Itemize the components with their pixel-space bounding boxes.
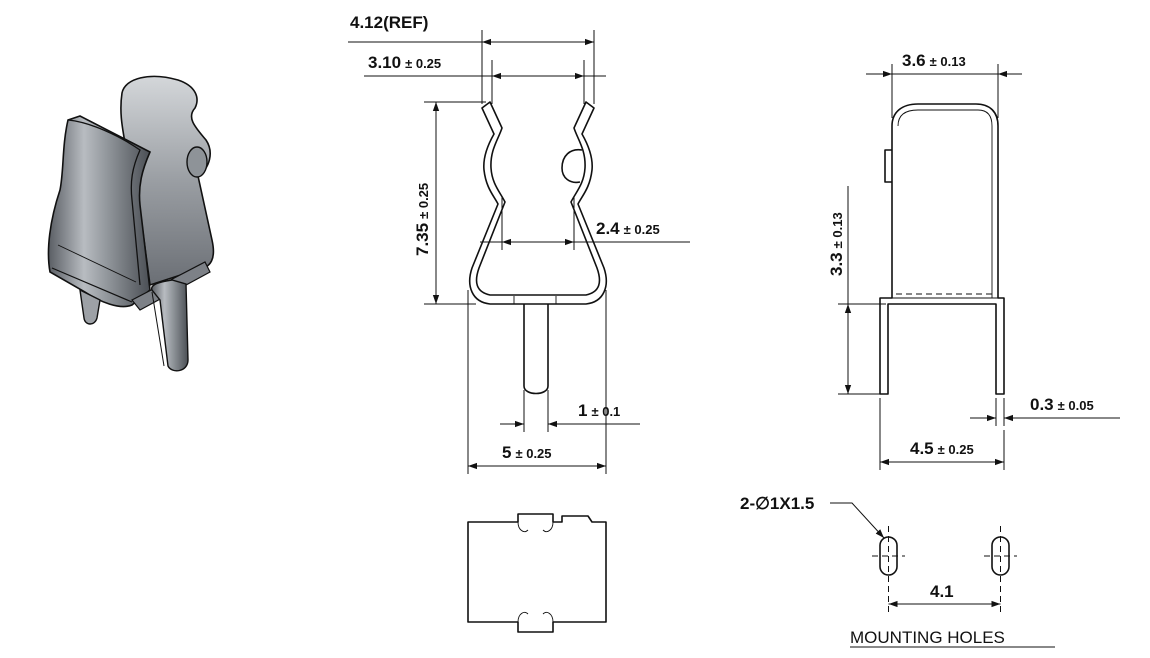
top-view-outline bbox=[467, 513, 607, 633]
svg-text:3.10± 0.25: 3.10 ± 0.25 bbox=[368, 53, 441, 72]
dim-pin-width-value: 1 bbox=[578, 401, 587, 420]
dim-top-width-tol: ± 0.13 bbox=[930, 54, 966, 69]
dim-body-height-value: 3.3 bbox=[827, 252, 846, 276]
svg-text:4.5± 0.25: 4.5 ± 0.25 bbox=[910, 439, 974, 458]
svg-text:2.4± 0.25: 2.4 ± 0.25 bbox=[596, 219, 660, 238]
dim-height-value: 7.35 bbox=[413, 223, 432, 256]
mounting-holes: 2-∅1X1.5 4.1 MOUNTING HOLES bbox=[740, 494, 1055, 648]
dim-top-width-value: 3.6 bbox=[902, 51, 926, 70]
front-pin bbox=[523, 304, 549, 395]
dim-pin-thickness-tol: ± 0.05 bbox=[1058, 398, 1094, 413]
dim-ref-width: 4.12(REF) bbox=[350, 13, 428, 32]
svg-text:1± 0.1: 1± 0.1 bbox=[578, 401, 620, 420]
isometric-clip-render bbox=[47, 75, 215, 372]
dim-body-height-tol: ± 0.13 bbox=[830, 212, 845, 248]
dim-base-width-value: 5 bbox=[502, 443, 511, 462]
svg-text:0.3± 0.05: 0.3 ± 0.05 bbox=[1030, 395, 1094, 414]
hole-callout: 2-∅1X1.5 bbox=[740, 494, 814, 513]
dim-opening-value: 3.10 bbox=[368, 53, 401, 72]
hole-spacing: 4.1 bbox=[930, 582, 954, 601]
svg-text:7.35± 0.25: 7.35 ± 0.25 bbox=[413, 183, 432, 256]
svg-text:5± 0.25: 5 ± 0.25 bbox=[502, 443, 552, 462]
top-view bbox=[467, 513, 607, 633]
svg-text:3.6± 0.13: 3.6 ± 0.13 bbox=[902, 51, 966, 70]
side-view: 3.6 ± 0.13 3.3 ± 0.13 0.3 ± 0.05 4.5 ± 0.25 bbox=[827, 51, 1120, 470]
front-clip-outline bbox=[468, 101, 608, 305]
svg-text:3.3± 0.13: 3.3 ± 0.13 bbox=[827, 212, 846, 276]
dim-opening-tol: ± 0.25 bbox=[405, 56, 441, 71]
dim-height-tol: ± 0.25 bbox=[416, 183, 431, 219]
front-view: 4.12(REF) 3.10 ± 0.25 7.35 ± 0.25 2.4 ± 0.2… bbox=[348, 13, 690, 474]
mounting-holes-title: MOUNTING HOLES bbox=[850, 628, 1005, 647]
dim-pin-thickness-value: 0.3 bbox=[1030, 395, 1054, 414]
side-view-outline bbox=[879, 103, 1005, 395]
dim-base-width-tol: ± 0.25 bbox=[515, 446, 551, 461]
dim-leg-span-value: 4.5 bbox=[910, 439, 934, 458]
dim-throat-value: 2.4 bbox=[596, 219, 620, 238]
dim-throat-tol: ± 0.25 bbox=[624, 222, 660, 237]
dim-leg-span-tol: ± 0.25 bbox=[938, 442, 974, 457]
